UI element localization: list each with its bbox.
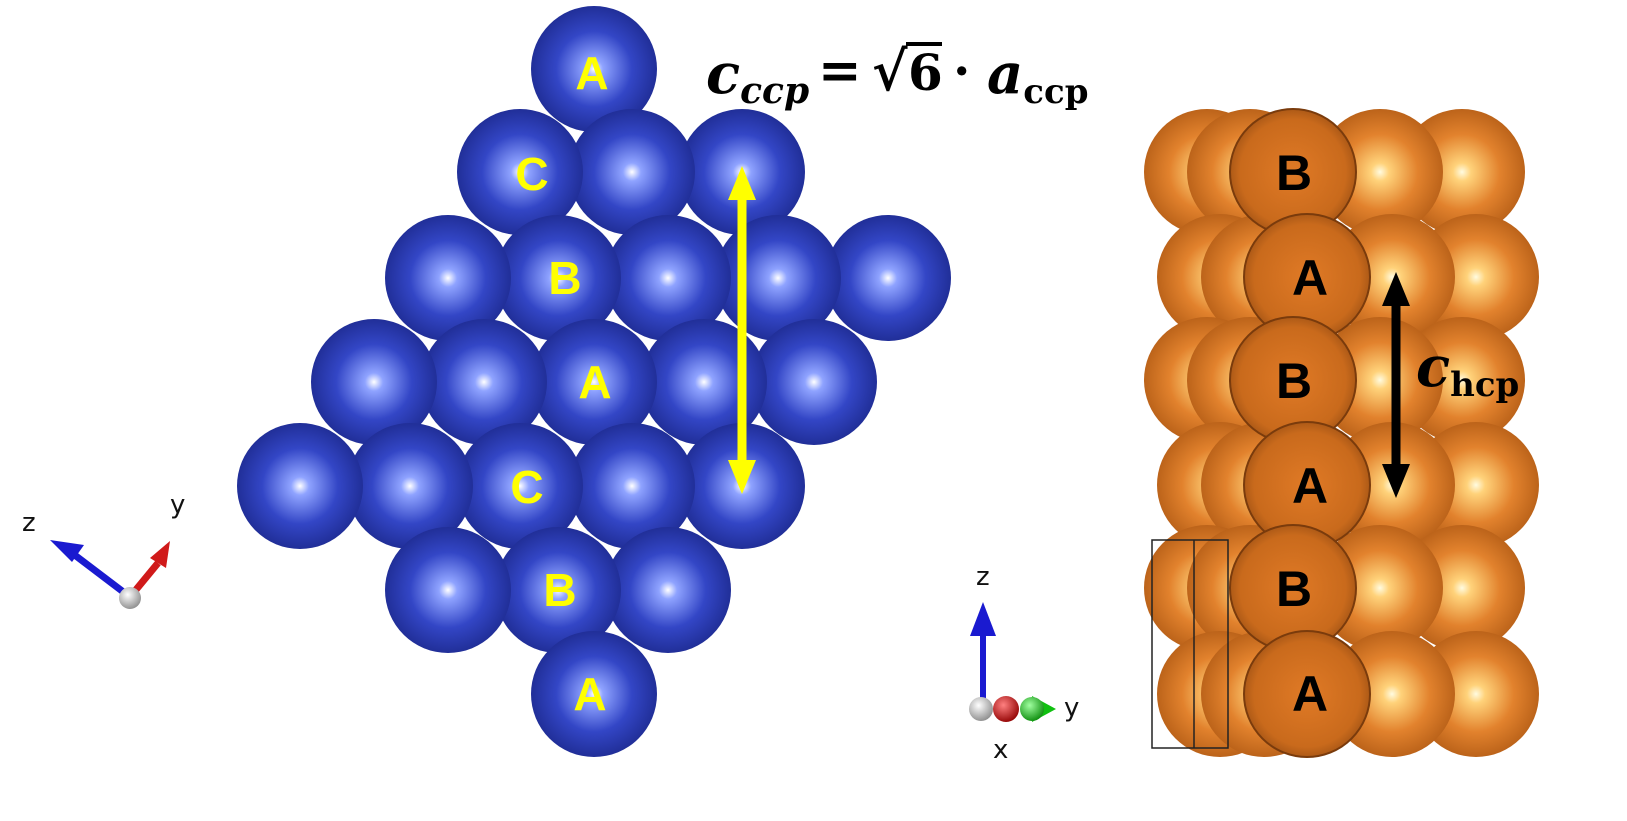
ccp-atom [531,6,657,132]
ccp-layer-labels: A C B A C B A [510,47,611,720]
right-axes-triad: z y x [969,562,1079,765]
ccp-atom [531,631,657,757]
hcp-period-arrow [1382,272,1410,498]
hcp-layer-label: A [1292,458,1328,514]
ccp-formula: cccp = √ 6 · accp [706,39,1088,112]
y-axis-ball [1020,697,1044,721]
ccp-atom [569,423,695,549]
hcp-period-label: chcp [1416,334,1519,405]
x-axis-ball [993,696,1019,722]
svg-text:accp: accp [987,41,1088,112]
ccp-atom [605,215,731,341]
y-axis-arrowhead [150,541,170,568]
formula-sqrt: √ [872,39,908,103]
ccp-atom [457,109,583,235]
formula-rhs-subscript: ccp [1023,72,1088,112]
hcp-layer-label: B [1276,145,1312,201]
hcp-layer-labels: B A B A B A [1276,145,1328,722]
hcp-atom [1243,630,1371,758]
axes-origin [969,697,993,721]
ccp-atom [495,527,621,653]
hcp-layer-label: A [1292,250,1328,306]
formula-equals: = [818,40,862,101]
left-z-axis-label: z [22,508,36,538]
left-y-axis-label: y [170,490,185,520]
ccp-layer-label: A [573,668,606,720]
formula-rhs-symbol: a [987,41,1023,107]
hcp-atoms [1144,108,1539,758]
ccp-atom [421,319,547,445]
hcp-unit-cell [1151,539,1229,749]
ccp-atom [751,319,877,445]
ccp-atom [569,109,695,235]
formula-lhs-symbol: c [706,41,740,107]
ccp-layer-label: A [575,47,608,99]
hcp-layer-label: A [1292,666,1328,722]
ccp-atom [385,527,511,653]
right-z-axis-label: z [976,562,990,592]
z-axis-arrowhead [970,602,996,636]
ccp-atoms [237,6,951,757]
ccp-atom [457,423,583,549]
hcp-layer-label: B [1276,353,1312,409]
formula-radicand: 6 [908,43,943,102]
ccp-atom [641,319,767,445]
formula-dot: · [953,41,970,100]
formula-lhs-subscript: ccp [740,70,809,112]
ccp-layer-label: A [578,356,611,408]
hcp-arrow-subscript: hcp [1450,365,1519,405]
svg-text:cccp: cccp [706,41,809,112]
ccp-atom [825,215,951,341]
hcp-layer-label: B [1276,561,1312,617]
hcp-arrow-symbol: c [1416,334,1450,400]
z-axis-arrowhead [50,540,84,562]
ccp-layer-label: C [510,461,543,513]
ccp-atom [531,319,657,445]
ccp-layer-label: C [515,148,548,200]
left-axes-triad: z y [22,490,185,609]
ccp-atom [495,215,621,341]
ccp-layer-label: B [548,252,581,304]
ccp-atom [605,527,731,653]
ccp-atom [311,319,437,445]
ccp-atom [237,423,363,549]
axes-origin [119,587,141,609]
hcp-front-atoms [1229,108,1371,758]
right-y-axis-label: y [1064,693,1079,723]
ccp-atom [385,215,511,341]
ccp-period-arrow [728,166,756,494]
ccp-layer-label: B [543,564,576,616]
ccp-atom [347,423,473,549]
right-x-axis-label: x [993,735,1008,765]
